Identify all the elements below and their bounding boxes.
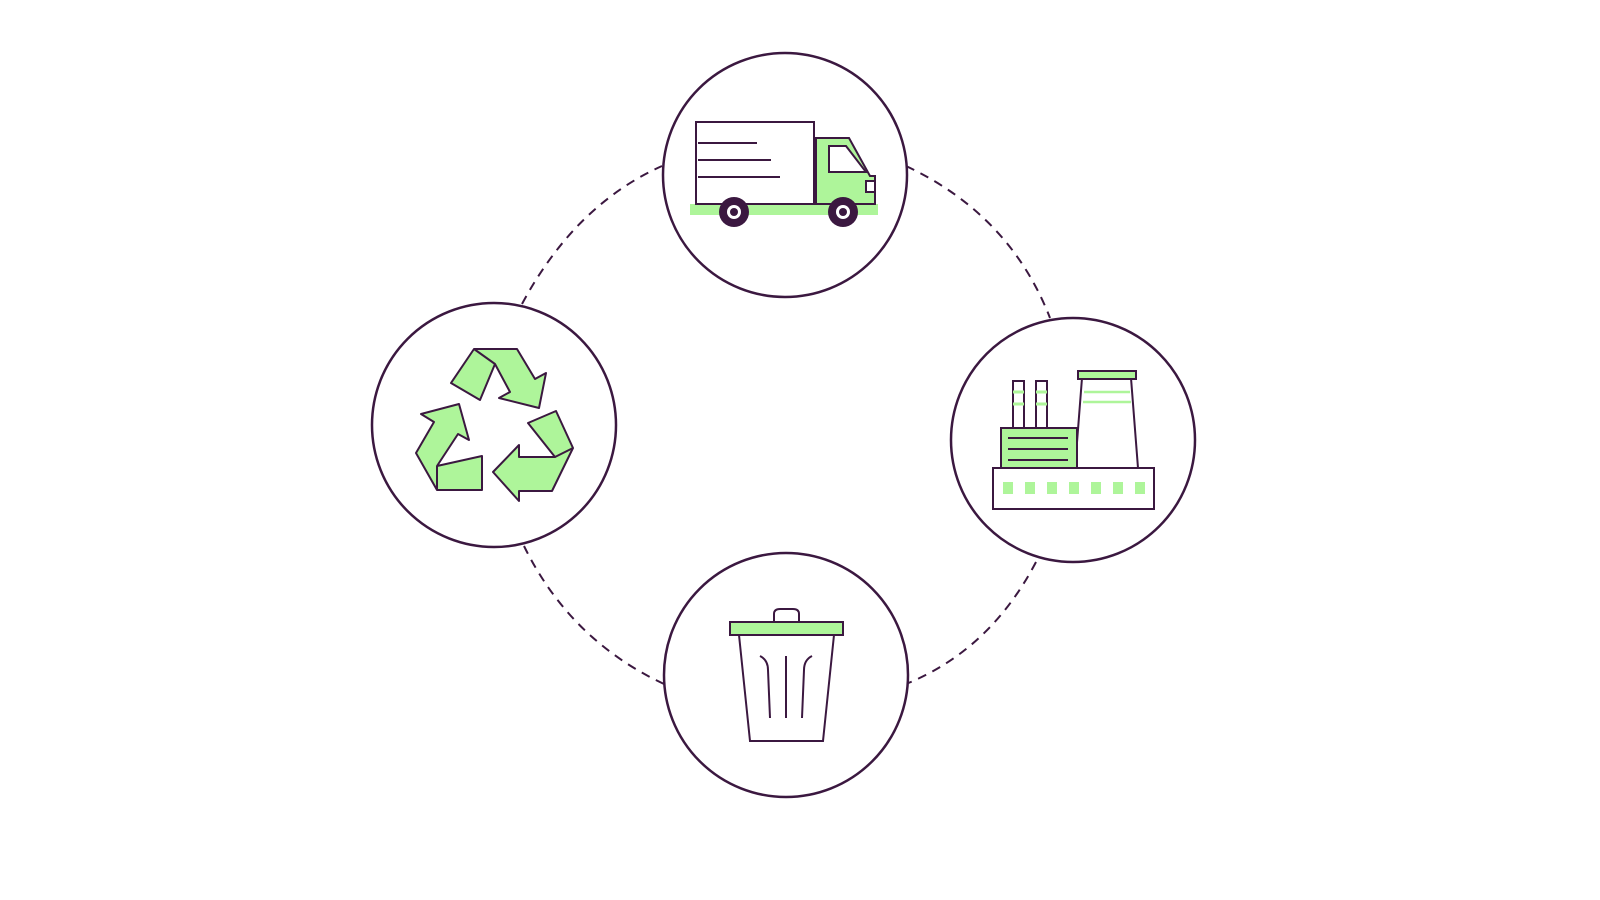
connector-top-right <box>905 165 1051 319</box>
node-circle <box>370 301 618 549</box>
trash-can-icon <box>729 608 844 742</box>
node-disposal <box>662 551 910 799</box>
cycle-connector <box>521 165 1051 685</box>
connector-right-bottom <box>905 561 1037 685</box>
node-processing <box>949 316 1197 564</box>
node-transport <box>661 51 909 299</box>
connector-bottom-left <box>523 545 665 685</box>
factory-icon <box>992 370 1155 510</box>
node-recycling <box>370 301 618 549</box>
delivery-truck-icon <box>690 121 878 227</box>
connector-left-top <box>521 165 663 305</box>
recycle-icon <box>415 348 574 502</box>
